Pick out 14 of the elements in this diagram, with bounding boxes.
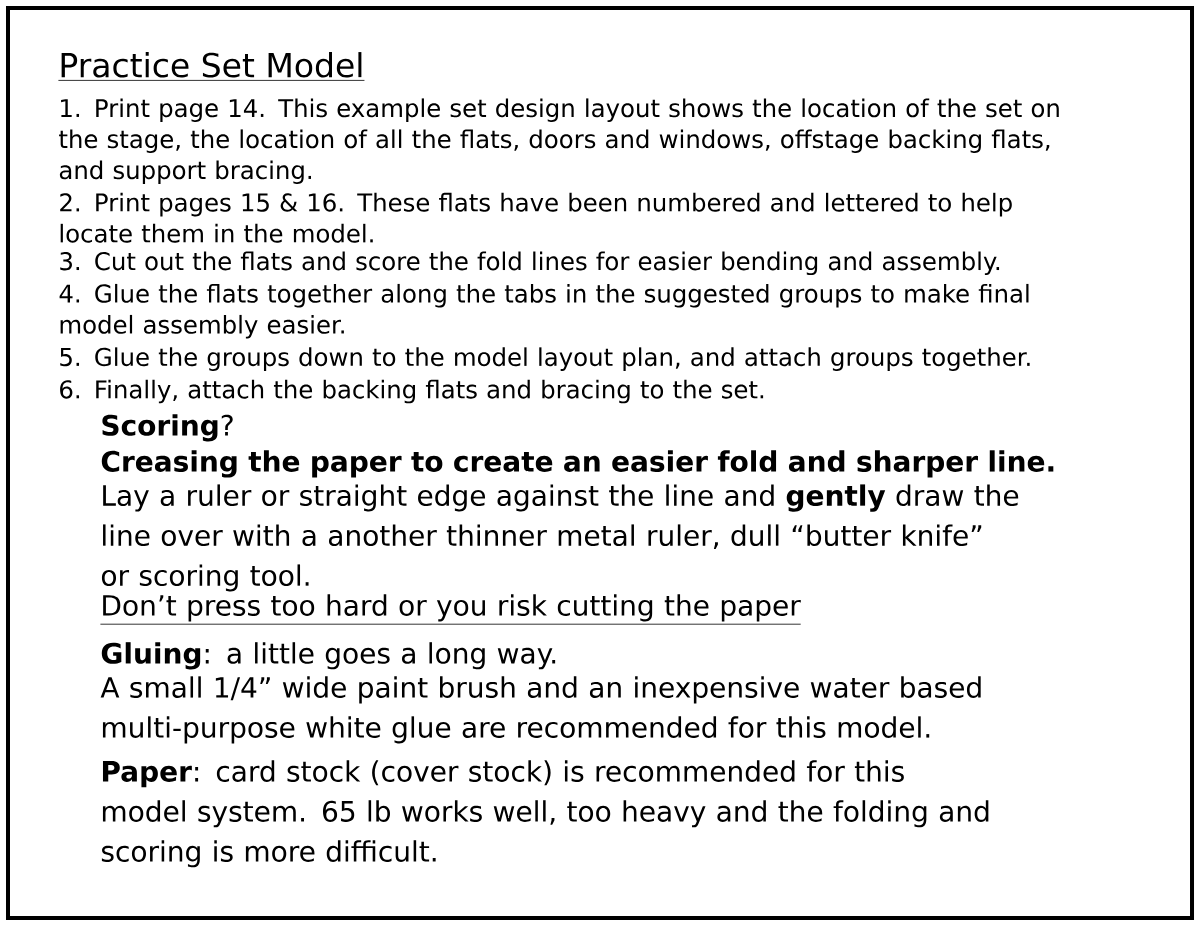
list-item: 3. Cut out the flats and score the fold lines for easier bending and assembly. bbox=[60, 251, 1000, 276]
title: Practice Set Model bbox=[58, 52, 365, 81]
paragraph: Paper: card stock (cover stock) is recommended for this model system. 65 lb works well, too heavy and the folding and scoring is more difficult. bbox=[101, 760, 989, 868]
warning-note: Don’t press too hard or you risk cutting the paper bbox=[100, 594, 802, 625]
list-item: 1. Print page 14. This example set design layout shows the location of the set on the stage, the location of all the flats, doors and windows, offstage backing flats, and support bracing. bbox=[59, 98, 1059, 184]
paragraph: A small 1/4” wide paint brush and an inexpensive water based multi-purpose white glue are recommended for this model. bbox=[100, 676, 981, 744]
list-item: 4. Glue the flats together along the tabs in the suggested groups to make final model assembly easier. bbox=[59, 283, 1029, 339]
list-item: 2. Print pages 15 & 16. These flats have been numbered and lettered to help locate them in the model. bbox=[60, 192, 1012, 243]
heading: Scoring? bbox=[102, 414, 233, 442]
list-item: 5. Glue the groups down to the model layout plan, and attach groups together. bbox=[60, 347, 1030, 371]
paragraph: Lay a ruler or straight edge against the line and gently draw the line over with a another thinner metal ruler, dull “butter knife” or scoring tool. bbox=[101, 484, 1019, 592]
list-item: 6. Finally, attach the backing flats and bracing to the set. bbox=[60, 379, 764, 404]
bold-note: Creasing the paper to create an easier fold and sharper line. bbox=[101, 450, 1054, 478]
paragraph: Gluing: a little goes a long way. bbox=[101, 642, 556, 670]
